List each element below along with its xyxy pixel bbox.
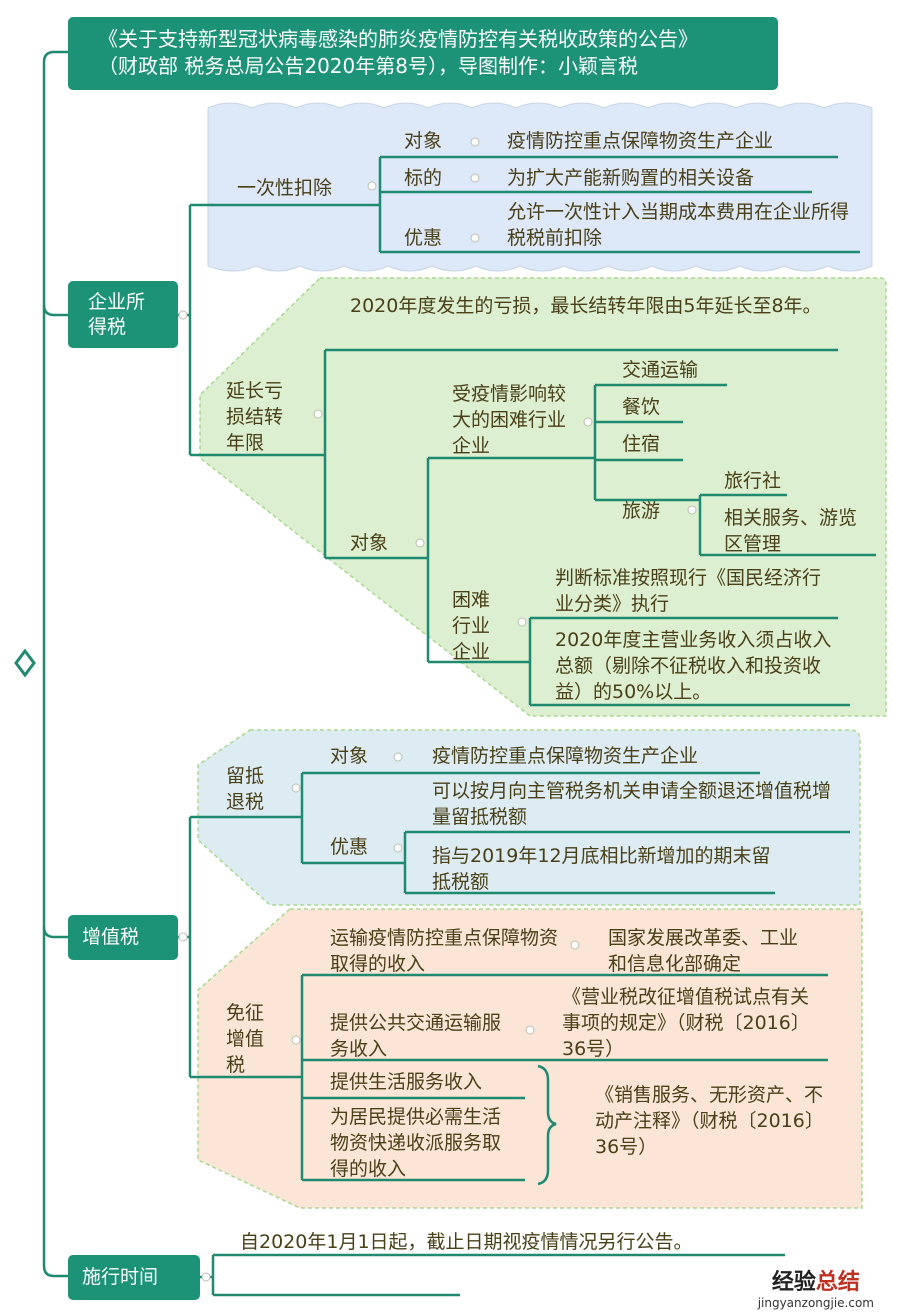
- region-vat-exempt: [197, 908, 863, 1209]
- watermark-text: 经验: [771, 1270, 816, 1295]
- region-loss-carry: [199, 277, 887, 717]
- node-corporate-tax[interactable]: 企业所得税: [68, 281, 178, 348]
- node-value[interactable]: 可以按月向主管税务机关申请全额退还增值税增量留抵税额: [432, 780, 832, 828]
- node-vat-refund[interactable]: 留抵退税: [226, 765, 265, 813]
- node-vat-exempt[interactable]: 免征增值税: [226, 1002, 265, 1076]
- node-label[interactable]: 对象: [404, 130, 443, 152]
- brace: [537, 1064, 557, 1186]
- node-label: 施行时间: [82, 1266, 159, 1288]
- node-industry[interactable]: 住宿: [622, 433, 661, 455]
- title-line-2: （财政部 税务总局公告2020年第8号），导图制作：小颖言税: [98, 54, 638, 78]
- node-label: 企业所得税: [88, 290, 146, 338]
- node-value[interactable]: 允许一次性计入当期成本费用在企业所得税税前扣除: [507, 201, 850, 249]
- node-exempt-note[interactable]: 国家发展改革委、工业和信息化部确定: [608, 927, 799, 975]
- node-industry[interactable]: 餐饮: [622, 396, 661, 418]
- node-affected[interactable]: 受疫情影响较大的困难行业企业: [452, 383, 567, 457]
- watermark: 经验总结 jingyanzongjie.com: [758, 1264, 874, 1310]
- node-effective-value[interactable]: 自2020年1月1日起，截止日期视疫情情况另行公告。: [240, 1231, 693, 1253]
- node-label[interactable]: 对象: [350, 532, 389, 554]
- node-loss-carry[interactable]: 延长亏损结转年限: [226, 380, 284, 454]
- node-value[interactable]: 疫情防控重点保障物资生产企业: [432, 745, 699, 767]
- node-exempt-item[interactable]: 提供公共交通运输服务收入: [330, 1012, 502, 1060]
- node-criteria[interactable]: 2020年度主营业务收入须占收入总额（剔除不征税收入和投资收益）的50%以上。: [555, 629, 832, 703]
- node-vat[interactable]: 增值税: [68, 915, 178, 960]
- node-value[interactable]: 指与2019年12月底相比新增加的期末留抵税额: [432, 845, 771, 893]
- node-exempt-item[interactable]: 为居民提供必需生活物资快递收派服务取得的收入: [330, 1106, 502, 1180]
- node-criteria[interactable]: 判断标准按照现行《国民经济行业分类》执行: [555, 567, 822, 615]
- region-one-time-deduction: [207, 102, 873, 272]
- root-title[interactable]: 《关于支持新型冠状病毒感染的肺炎疫情防控有关税收政策的公告》 （财政部 税务总局…: [68, 17, 778, 90]
- expand-toggles: [178, 137, 697, 1282]
- node-one-time-deduction[interactable]: 一次性扣除: [237, 177, 333, 199]
- title-line-1: 《关于支持新型冠状病毒感染的肺炎疫情防控有关税收政策的公告》: [98, 27, 698, 51]
- node-loss-desc[interactable]: 2020年度发生的亏损，最长结转年限由5年延长至8年。: [350, 295, 822, 317]
- node-exempt-item[interactable]: 提供生活服务收入: [330, 1071, 483, 1093]
- node-label[interactable]: 标的: [404, 167, 443, 189]
- watermark-text: 总结: [815, 1270, 860, 1295]
- node-value[interactable]: 为扩大产能新购置的相关设备: [507, 167, 755, 189]
- node-tourism-sub[interactable]: 旅行社: [724, 470, 782, 492]
- node-value[interactable]: 疫情防控重点保障物资生产企业: [507, 130, 774, 152]
- node-tourism-sub[interactable]: 相关服务、游览区管理: [724, 507, 858, 555]
- node-label: 增值税: [82, 926, 140, 948]
- node-exempt-note[interactable]: 《营业税改征增值税试点有关事项的规定》（财税〔2016〕36号）: [562, 986, 810, 1060]
- root-diamond-icon: [14, 648, 36, 678]
- node-exempt-shared-note[interactable]: 《销售服务、无形资产、不动产注释》（财税〔2016〕36号）: [595, 1084, 824, 1158]
- node-effective[interactable]: 施行时间: [68, 1255, 200, 1300]
- node-difficult[interactable]: 困难行业企业: [452, 589, 491, 663]
- node-label[interactable]: 对象: [330, 745, 369, 767]
- node-exempt-item[interactable]: 运输疫情防控重点保障物资取得的收入: [330, 927, 559, 975]
- node-industry[interactable]: 交通运输: [622, 359, 699, 381]
- node-industry[interactable]: 旅游: [622, 500, 661, 522]
- node-label[interactable]: 优惠: [404, 227, 443, 249]
- watermark-url: jingyanzongjie.com: [757, 1296, 874, 1310]
- node-label[interactable]: 优惠: [330, 836, 369, 858]
